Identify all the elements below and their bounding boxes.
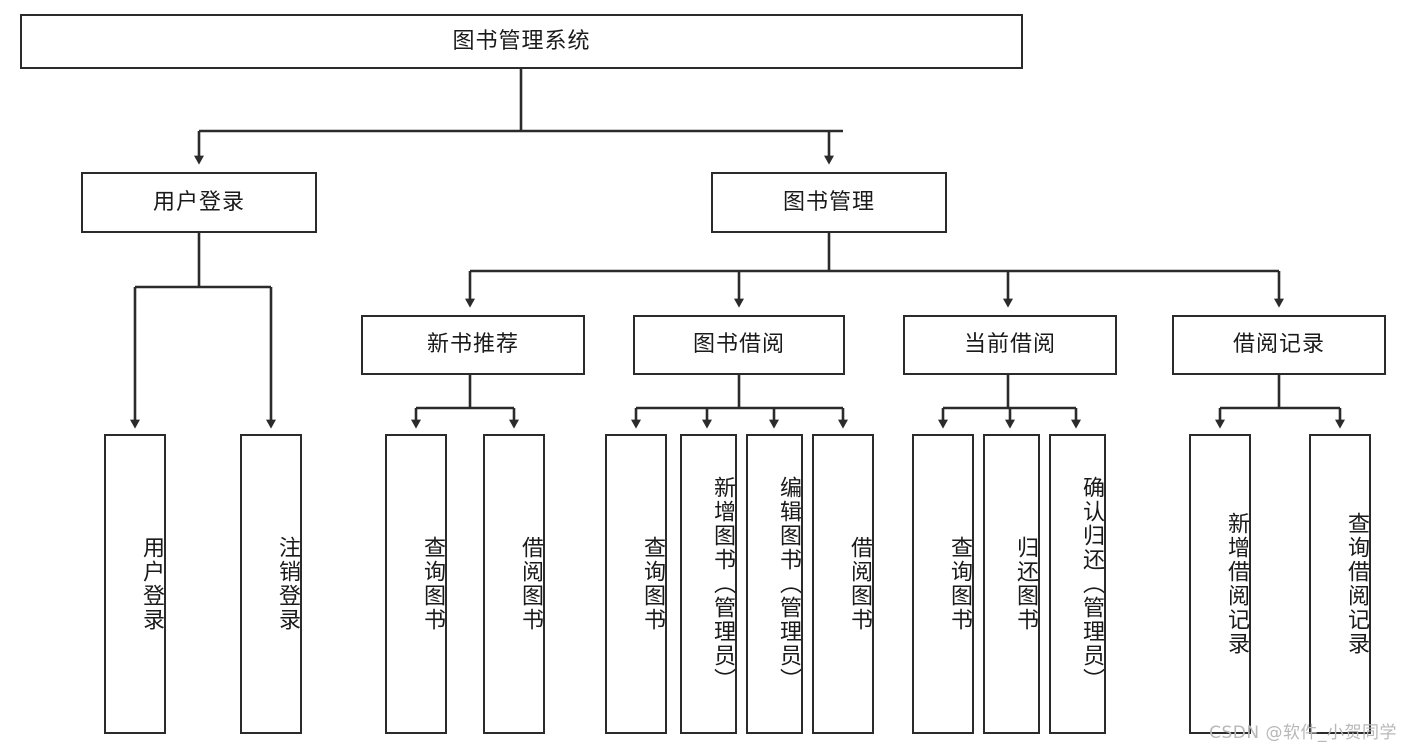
node-leaf-confirm-return[interactable]: 确认归还（管理员）	[1049, 434, 1106, 734]
node-leaf-logout-login-label: 注销登录	[275, 536, 300, 632]
node-current-borrow[interactable]: 当前借阅	[903, 315, 1117, 375]
node-book-manage-label: 图书管理	[782, 189, 875, 215]
node-book-borrow-label: 图书借阅	[692, 332, 785, 358]
node-user-login-label: 用户登录	[152, 189, 245, 215]
node-book-manage[interactable]: 图书管理	[711, 172, 947, 233]
node-root-label: 图书管理系统	[452, 28, 591, 54]
node-leaf-borrow-book-rec-label: 借阅图书	[518, 536, 543, 632]
node-leaf-return-book[interactable]: 归还图书	[983, 434, 1040, 734]
node-leaf-query-book-current-label: 查询图书	[947, 536, 972, 632]
node-leaf-confirm-return-label: 确认归还（管理员）	[1079, 476, 1104, 692]
node-root[interactable]: 图书管理系统	[20, 14, 1023, 69]
node-leaf-user-login-label: 用户登录	[139, 536, 164, 632]
node-current-borrow-label: 当前借阅	[963, 332, 1056, 358]
node-borrow-record[interactable]: 借阅记录	[1172, 315, 1386, 375]
node-leaf-logout-login[interactable]: 注销登录	[240, 434, 302, 734]
node-leaf-query-book-rec-label: 查询图书	[420, 536, 445, 632]
node-leaf-add-record[interactable]: 新增借阅记录	[1189, 434, 1251, 734]
node-new-book-rec[interactable]: 新书推荐	[361, 315, 585, 375]
node-leaf-add-book[interactable]: 新增图书（管理员）	[680, 434, 737, 734]
node-leaf-query-record[interactable]: 查询借阅记录	[1309, 434, 1371, 734]
node-leaf-query-book-rec[interactable]: 查询图书	[385, 434, 447, 734]
node-leaf-edit-book[interactable]: 编辑图书（管理员）	[746, 434, 803, 734]
node-leaf-query-book-current[interactable]: 查询图书	[912, 434, 974, 734]
node-leaf-add-record-label: 新增借阅记录	[1224, 512, 1249, 656]
node-leaf-query-book-borrow-label: 查询图书	[640, 536, 665, 632]
node-borrow-record-label: 借阅记录	[1232, 332, 1325, 358]
node-leaf-query-book-borrow[interactable]: 查询图书	[605, 434, 667, 734]
node-leaf-query-record-label: 查询借阅记录	[1344, 512, 1369, 656]
node-leaf-borrow-book[interactable]: 借阅图书	[812, 434, 874, 734]
node-leaf-borrow-book-label: 借阅图书	[847, 536, 872, 632]
node-leaf-user-login[interactable]: 用户登录	[104, 434, 166, 734]
node-leaf-borrow-book-rec[interactable]: 借阅图书	[483, 434, 545, 734]
node-user-login[interactable]: 用户登录	[81, 172, 317, 233]
node-leaf-edit-book-label: 编辑图书（管理员）	[776, 476, 801, 692]
node-leaf-add-book-label: 新增图书（管理员）	[710, 476, 735, 692]
node-book-borrow[interactable]: 图书借阅	[633, 315, 845, 375]
watermark-text: CSDN @软件_小贺同学	[1209, 723, 1397, 743]
node-leaf-return-book-label: 归还图书	[1013, 536, 1038, 632]
node-new-book-rec-label: 新书推荐	[426, 332, 519, 358]
